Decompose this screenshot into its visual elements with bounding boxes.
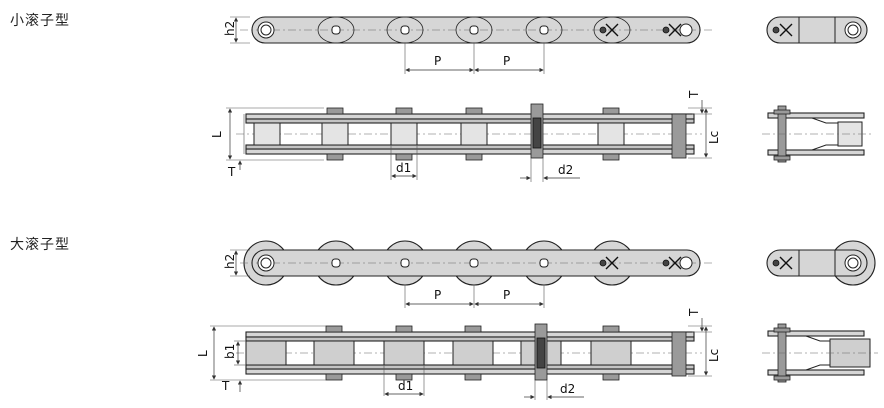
section-title-small-roller: 小滚子型 [10, 13, 70, 29]
T-label: T [687, 90, 701, 99]
T-label: T [221, 379, 230, 393]
h2-label: h2 [223, 254, 237, 269]
d2-label: d2 [560, 382, 575, 396]
section-title-large-roller: 大滚子型 [10, 237, 70, 253]
pitch-label: P [503, 54, 510, 68]
d1-label: d1 [396, 161, 411, 175]
link-plate [245, 113, 695, 120]
small-roller-end-plan-view [762, 105, 874, 163]
small-roller-side-view: h2 P P [223, 16, 712, 74]
large-roller-end-plan-view [762, 323, 878, 383]
T-label: T [227, 165, 236, 179]
pitch-label: P [434, 54, 441, 68]
d1-label: d1 [398, 379, 413, 393]
d2-label: d2 [558, 163, 573, 177]
Lc-label: Lc [707, 349, 721, 362]
large-roller-plan-view: L b1 T d1 d2 Lc T [196, 308, 721, 400]
T-label: T [687, 308, 701, 317]
b1-label: b1 [223, 344, 237, 359]
pitch-label: P [434, 288, 441, 302]
large-roller-end-view [766, 240, 876, 286]
L-label: L [196, 350, 210, 357]
small-roller-end-view [766, 16, 868, 44]
L-label: L [210, 131, 224, 138]
Lc-label: Lc [707, 131, 721, 144]
h2-label: h2 [223, 21, 237, 36]
pitch-label: P [503, 288, 510, 302]
small-roller-plan-view: L T d1 d2 Lc T [210, 90, 721, 182]
large-roller-side-view: h2 P P [223, 240, 712, 308]
